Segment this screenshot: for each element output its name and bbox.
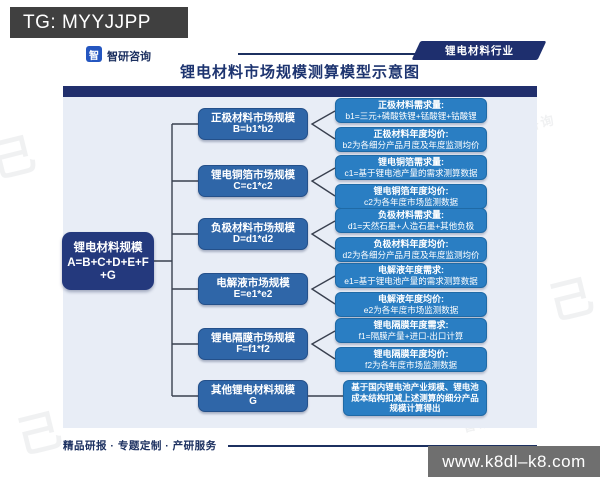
node-title: 锂电铜箔市场规模: [211, 168, 295, 181]
footer-divider: [228, 445, 537, 447]
node-title: 锂电隔膜市场规模: [211, 331, 295, 344]
detail-copper-foil-price: 锂电铜箔年度均价: c2为各年度市场监测数据: [335, 184, 487, 209]
detail-title: 锂电铜箔需求量:: [378, 156, 444, 167]
node-formula: A=B+C+D+E+F+G: [67, 256, 149, 282]
title-underline-band: [63, 86, 537, 97]
detail-title: 锂电隔膜年度均价:: [373, 348, 449, 359]
node-total-scale: 锂电材料规模 A=B+C+D+E+F+G: [62, 232, 154, 290]
detail-other-materials-method: 基于国内锂电池产业规模、锂电池成本结构扣减上述测算的细分产品规模计算得出: [343, 380, 487, 416]
detail-title: 负极材料年度均价:: [373, 238, 449, 249]
node-formula: E=e1*e2: [233, 289, 273, 301]
node-formula: G: [249, 396, 257, 408]
brand-watermark: 己: [543, 271, 599, 330]
node-title: 负极材料市场规模: [211, 221, 295, 234]
detail-desc: f1=隔膜产量+进口-出口计算: [358, 330, 464, 341]
detail-separator-price: 锂电隔膜年度均价: f2为各年度市场监测数据: [335, 347, 487, 372]
detail-title: 电解液年度需求:: [378, 264, 444, 275]
node-title: 正极材料市场规模: [211, 111, 295, 124]
node-anode-market: 负极材料市场规模 D=d1*d2: [198, 218, 308, 250]
node-formula: B=b1*b2: [232, 124, 274, 136]
detail-title: 正极材料需求量:: [378, 99, 444, 110]
node-formula: D=d1*d2: [232, 234, 274, 246]
brand-logo-icon: 智: [86, 46, 102, 62]
brand-name: 智研咨询: [107, 51, 151, 63]
industry-tag-label: 锂电材料行业: [444, 45, 514, 57]
detail-electrolyte-price: 电解液年度均价: e2为各年度市场监测数据: [335, 292, 487, 317]
detail-desc: e2为各年度市场监测数据: [363, 304, 459, 315]
detail-copper-foil-demand: 锂电铜箔需求量: c1=基于锂电池产量的需求测算数据: [335, 155, 487, 180]
node-title: 锂电材料规模: [73, 241, 143, 254]
brand-watermark: 己: [11, 405, 67, 464]
node-title: 其他锂电材料规模: [211, 383, 295, 396]
node-copper-foil-market: 锂电铜箔市场规模 C=c1*c2: [198, 165, 308, 197]
detail-electrolyte-demand: 电解液年度需求: e1=基于锂电池产量的需求测算数据: [335, 263, 487, 288]
node-separator-market: 锂电隔膜市场规模 F=f1*f2: [198, 328, 308, 360]
detail-separator-demand: 锂电隔膜年度需求: f1=隔膜产量+进口-出口计算: [335, 318, 487, 343]
detail-cathode-price: 正极材料年度均价: b2为各细分产品月度及年度监测均价: [335, 127, 487, 152]
node-cathode-market: 正极材料市场规模 B=b1*b2: [198, 108, 308, 140]
site-url-overlay: www.k8dl–k8.com: [428, 446, 600, 477]
detail-desc: e1=基于锂电池产量的需求测算数据: [344, 275, 478, 286]
detail-desc: 基于国内锂电池产业规模、锂电池成本结构扣减上述测算的细分产品规模计算得出: [351, 382, 479, 414]
detail-desc: b2为各细分产品月度及年度监测均价: [342, 139, 480, 150]
header-divider: [238, 53, 416, 55]
tg-overlay-badge: TG: MYYJJPP: [10, 7, 188, 38]
node-title: 电解液市场规模: [216, 276, 290, 289]
page-title: 锂电材料市场规模测算模型示意图: [179, 64, 420, 81]
detail-title: 正极材料年度均价:: [373, 128, 449, 139]
detail-desc: f2为各年度市场监测数据: [364, 359, 458, 370]
brand-watermark: 己: [0, 129, 41, 188]
detail-title: 负极材料需求量:: [378, 209, 444, 220]
detail-anode-demand: 负极材料需求量: d1=天然石墨+人造石墨+其他负极: [335, 208, 487, 233]
detail-cathode-demand: 正极材料需求量: b1=三元+磷酸铁锂+锰酸锂+钴酸锂: [335, 98, 487, 123]
detail-title: 电解液年度均价:: [378, 293, 444, 304]
detail-desc: c1=基于锂电池产量的需求测算数据: [344, 167, 478, 178]
footer-tagline: 精品研报 · 专题定制 · 产研服务: [63, 440, 217, 452]
node-formula: F=f1*f2: [236, 344, 270, 356]
industry-tag-badge: 锂电材料行业: [411, 41, 547, 60]
node-other-materials: 其他锂电材料规模 G: [198, 380, 308, 412]
detail-desc: b1=三元+磷酸铁锂+锰酸锂+钴酸锂: [345, 110, 477, 121]
node-electrolyte-market: 电解液市场规模 E=e1*e2: [198, 273, 308, 305]
detail-title: 锂电隔膜年度需求:: [373, 319, 449, 330]
detail-title: 锂电铜箔年度均价:: [373, 185, 449, 196]
detail-desc: c2为各年度市场监测数据: [364, 196, 458, 207]
detail-desc: d1=天然石墨+人造石墨+其他负极: [347, 220, 475, 231]
node-formula: C=c1*c2: [233, 181, 273, 193]
detail-desc: d2为各细分产品月度及年度监测均价: [342, 249, 480, 260]
detail-anode-price: 负极材料年度均价: d2为各细分产品月度及年度监测均价: [335, 237, 487, 262]
